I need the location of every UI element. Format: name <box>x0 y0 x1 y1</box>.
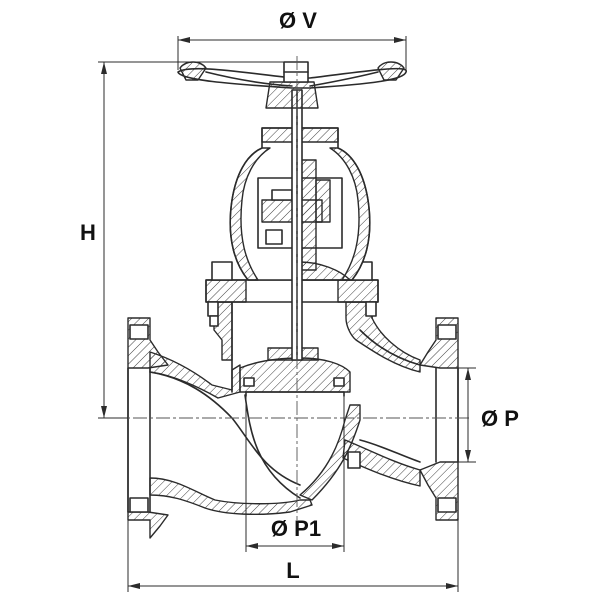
bonnet-bolt-left <box>211 261 233 281</box>
handwheel-hub <box>265 81 319 109</box>
body-wall-upper-right <box>345 301 421 373</box>
body-wall-lower-left <box>149 477 313 516</box>
drain-boss <box>347 451 361 469</box>
dim-height <box>98 61 284 419</box>
label-dia-p: Ø P <box>481 406 519 431</box>
label-height: H <box>80 220 96 245</box>
right-flange <box>419 317 459 521</box>
dim-length <box>127 520 459 592</box>
label-length: L <box>286 558 299 583</box>
dim-port-diameter <box>458 367 476 463</box>
left-flange-bolt-bottom <box>129 497 149 513</box>
label-dia-v: Ø V <box>279 8 317 33</box>
label-dia-p1: Ø P1 <box>271 516 321 541</box>
seat-partition <box>299 404 361 501</box>
handwheel <box>177 61 407 109</box>
valve-body <box>127 301 459 539</box>
dim-handwheel-diameter <box>177 36 407 70</box>
right-flange-bolt-top <box>437 324 457 340</box>
left-flange-bolt-top <box>129 324 149 340</box>
right-flange-bolt-bottom <box>437 497 457 513</box>
dim-seat-diameter <box>245 396 345 552</box>
